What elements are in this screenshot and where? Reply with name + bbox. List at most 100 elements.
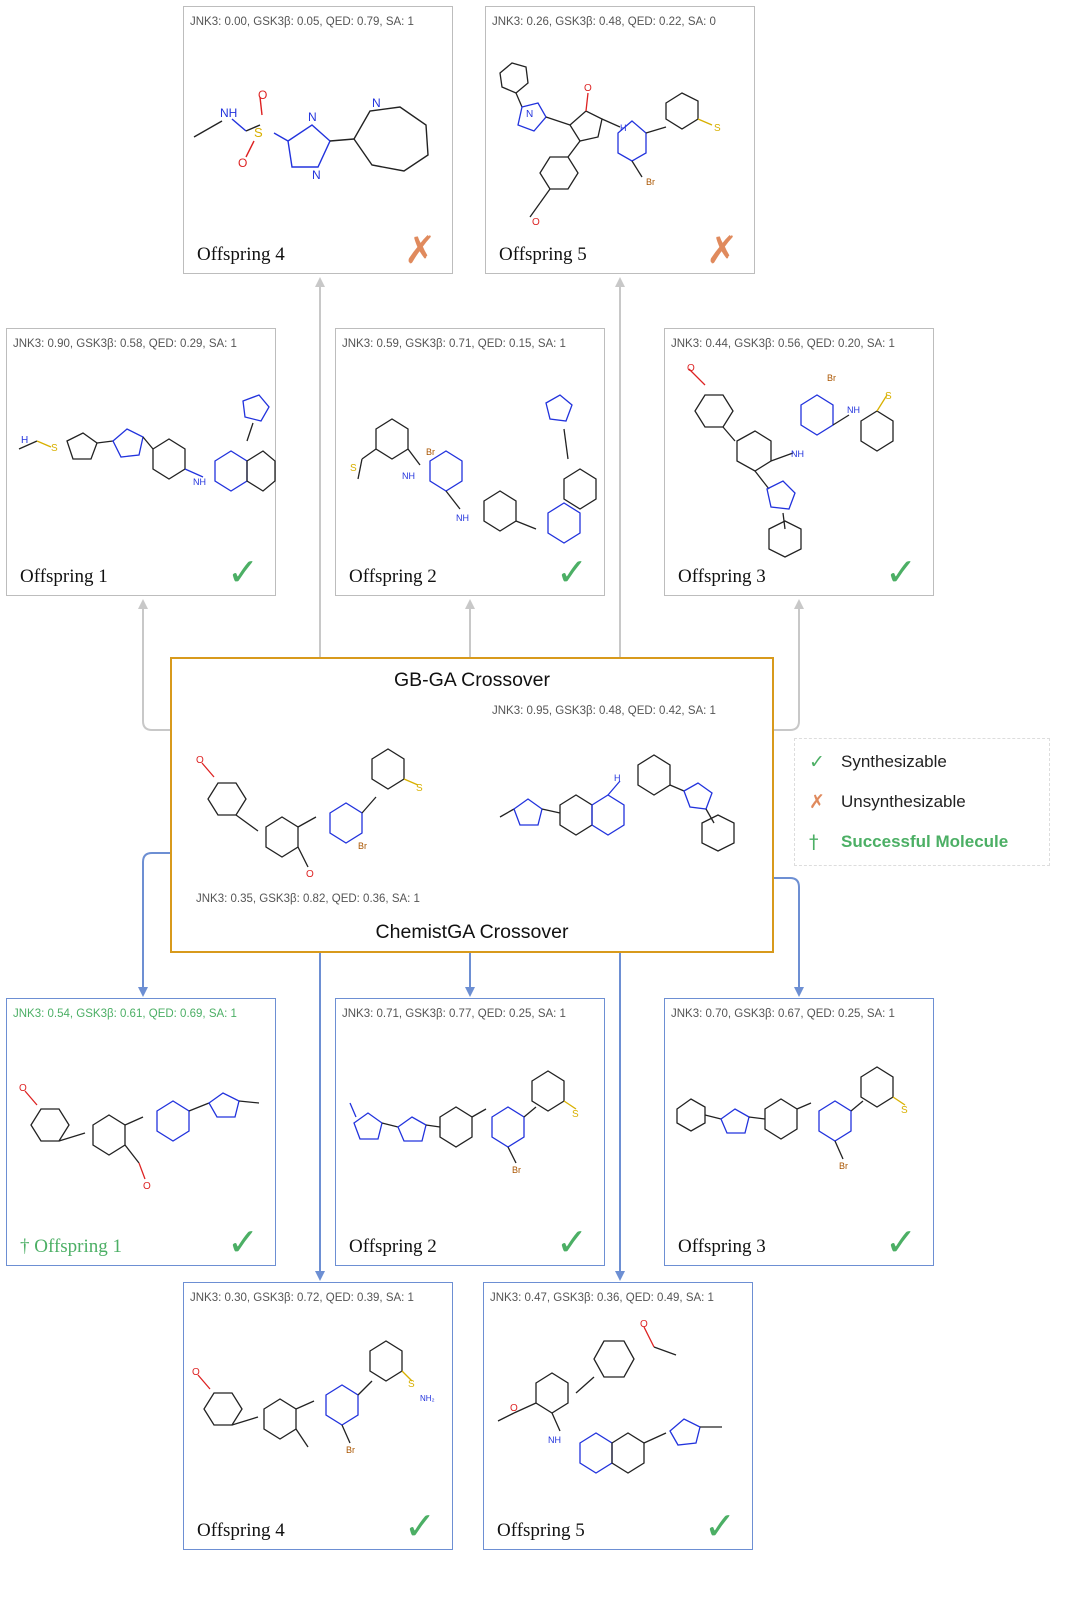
chemistga-offspring-1-card: JNK3: 0.54, GSK3β: 0.61, QED: 0.69, SA: … (6, 998, 276, 1266)
parent-a-metrics: JNK3: 0.35, GSK3β: 0.82, QED: 0.36, SA: … (196, 893, 420, 905)
gbga-offspring-1-label: Offspring 1 (20, 566, 108, 587)
atom-o: O (238, 156, 247, 170)
gbga-offspring-1-metrics: JNK3: 0.90, GSK3β: 0.58, QED: 0.29, SA: … (13, 338, 237, 350)
gbga-crossover-title: GB-GA Crossover (393, 669, 551, 691)
chemistga-offspring-4-card: JNK3: 0.30, GSK3β: 0.72, QED: 0.39, SA: … (183, 1282, 453, 1550)
atom-o: O (640, 1319, 648, 1330)
legend-item-successful: † Successful Molecule (809, 827, 1008, 857)
gbga-offspring-2-molecule: S Br NH NH (350, 394, 597, 544)
chemistga-offspring-3-molecule: Br S (676, 1066, 908, 1171)
atom-nh: NH (847, 405, 860, 415)
atom-o: O (143, 1181, 151, 1192)
synthesizable-icon: ✓ (556, 550, 588, 594)
chemistga-offspring-2-metrics: JNK3: 0.71, GSK3β: 0.77, QED: 0.25, SA: … (342, 1008, 566, 1020)
synthesizable-icon: ✓ (704, 1504, 736, 1548)
gbga-offspring-5-molecule: N O H Br S O (499, 62, 721, 228)
atom-s: S (51, 443, 58, 454)
check-icon: ✓ (809, 751, 825, 773)
atom-h: H (620, 123, 627, 133)
gbga-offspring-2-label: Offspring 2 (349, 566, 437, 587)
synthesizable-icon: ✓ (556, 1220, 588, 1264)
chemistga-offspring-2-molecule: Br S (349, 1070, 579, 1175)
atom-nh: NH (402, 471, 415, 481)
synthesizable-icon: ✓ (885, 550, 917, 594)
cross-icon: ✗ (809, 791, 825, 813)
gbga-offspring-5-label: Offspring 5 (499, 244, 587, 265)
gbga-offspring-4-metrics: JNK3: 0.00, GSK3β: 0.05, QED: 0.79, SA: … (190, 16, 414, 28)
gbga-offspring-1-card: JNK3: 0.90, GSK3β: 0.58, QED: 0.29, SA: … (6, 328, 276, 596)
atom-br: Br (346, 1445, 355, 1455)
atom-o: O (532, 217, 540, 228)
atom-s: S (714, 123, 721, 134)
chemistga-offspring-1-molecule: O O (19, 1083, 260, 1192)
atom-s: S (885, 391, 892, 402)
atom-o: O (196, 755, 204, 766)
atom-h: H (614, 773, 621, 783)
chemistga-offspring-4-label: Offspring 4 (197, 1520, 285, 1541)
chemistga-offspring-4-molecule: O Br S NH₂ (192, 1340, 435, 1455)
atom-nh: NH (791, 449, 804, 459)
atom-s: S (572, 1109, 579, 1120)
atom-nh2: NH₂ (420, 1394, 435, 1403)
gbga-offspring-3-metrics: JNK3: 0.44, GSK3β: 0.56, QED: 0.20, SA: … (671, 338, 895, 350)
atom-o: O (306, 869, 314, 880)
gbga-offspring-2-metrics: JNK3: 0.59, GSK3β: 0.71, QED: 0.15, SA: … (342, 338, 566, 350)
atom-s: S (254, 125, 263, 140)
atom-s: S (350, 463, 357, 474)
chemistga-crossover-title: ChemistGA Crossover (375, 921, 569, 943)
arrow-chemistga-offspring-1 (138, 852, 170, 997)
gbga-offspring-3-molecule: O Br S NH NH (687, 363, 894, 558)
crossover-parents-box: GB-GA Crossover JNK3: 0.95, GSK3β: 0.48,… (170, 657, 774, 953)
arrow-chemistga-offspring-3 (774, 877, 804, 997)
atom-o: O (258, 88, 267, 102)
atom-o: O (510, 1403, 518, 1414)
atom-h: H (21, 435, 28, 446)
legend-item-unsynthesizable: ✗ Unsynthesizable (809, 787, 966, 817)
gbga-offspring-4-label: Offspring 4 (197, 244, 285, 265)
gbga-offspring-5-card: JNK3: 0.26, GSK3β: 0.48, QED: 0.22, SA: … (485, 6, 755, 274)
chemistga-offspring-5-metrics: JNK3: 0.47, GSK3β: 0.36, QED: 0.49, SA: … (490, 1292, 714, 1304)
gbga-offspring-1-molecule: H S NH (18, 394, 276, 492)
chemistga-offspring-5-card: JNK3: 0.47, GSK3β: 0.36, QED: 0.49, SA: … (483, 1282, 753, 1550)
atom-s: S (408, 1379, 415, 1390)
atom-n: N (372, 96, 381, 110)
atom-s: S (901, 1105, 908, 1116)
legend-label: Successful Molecule (841, 832, 1009, 851)
chemistga-offspring-2-card: JNK3: 0.71, GSK3β: 0.77, QED: 0.25, SA: … (335, 998, 605, 1266)
arrow-gbga-offspring-1 (138, 599, 170, 731)
atom-br: Br (426, 447, 435, 457)
atom-o: O (584, 83, 592, 94)
atom-nh: NH (548, 1435, 561, 1445)
atom-br: Br (839, 1161, 848, 1171)
unsynthesizable-icon: ✗ (706, 228, 738, 272)
arrow-gbga-offspring-3 (774, 599, 804, 731)
atom-o: O (687, 363, 695, 374)
atom-br: Br (358, 841, 367, 851)
atom-br: Br (827, 373, 836, 383)
chemistga-offspring-2-label: Offspring 2 (349, 1236, 437, 1257)
atom-nh: NH (193, 477, 206, 487)
gbga-offspring-4-card: JNK3: 0.00, GSK3β: 0.05, QED: 0.79, SA: … (183, 6, 453, 274)
unsynthesizable-icon: ✗ (404, 228, 436, 272)
gbga-offspring-2-card: JNK3: 0.59, GSK3β: 0.71, QED: 0.15, SA: … (335, 328, 605, 596)
atom-n: N (312, 168, 321, 182)
chemistga-offspring-1-label: † Offspring 1 (20, 1236, 123, 1257)
synthesizable-icon: ✓ (227, 1220, 259, 1264)
chemistga-offspring-5-molecule: O O NH (497, 1319, 722, 1474)
dagger-icon: † (809, 831, 819, 853)
legend-label: Synthesizable (841, 752, 947, 771)
parent-b-molecule: H (499, 754, 735, 852)
legend-item-synthesizable: ✓ Synthesizable (809, 747, 947, 777)
atom-n: N (308, 110, 317, 124)
legend-label: Unsynthesizable (841, 792, 966, 811)
gbga-offspring-4-molecule: NH S O O N N N (193, 88, 429, 182)
gbga-offspring-5-metrics: JNK3: 0.26, GSK3β: 0.48, QED: 0.22, SA: … (492, 16, 716, 28)
legend: ✓ Synthesizable ✗ Unsynthesizable † Succ… (794, 738, 1050, 866)
synthesizable-icon: ✓ (885, 1220, 917, 1264)
atom-br: Br (512, 1165, 521, 1175)
atom-s: S (416, 783, 423, 794)
chemistga-offspring-1-metrics: JNK3: 0.54, GSK3β: 0.61, QED: 0.69, SA: … (13, 1008, 237, 1020)
chemistga-offspring-4-metrics: JNK3: 0.30, GSK3β: 0.72, QED: 0.39, SA: … (190, 1292, 414, 1304)
chemistga-offspring-3-card: JNK3: 0.70, GSK3β: 0.67, QED: 0.25, SA: … (664, 998, 934, 1266)
